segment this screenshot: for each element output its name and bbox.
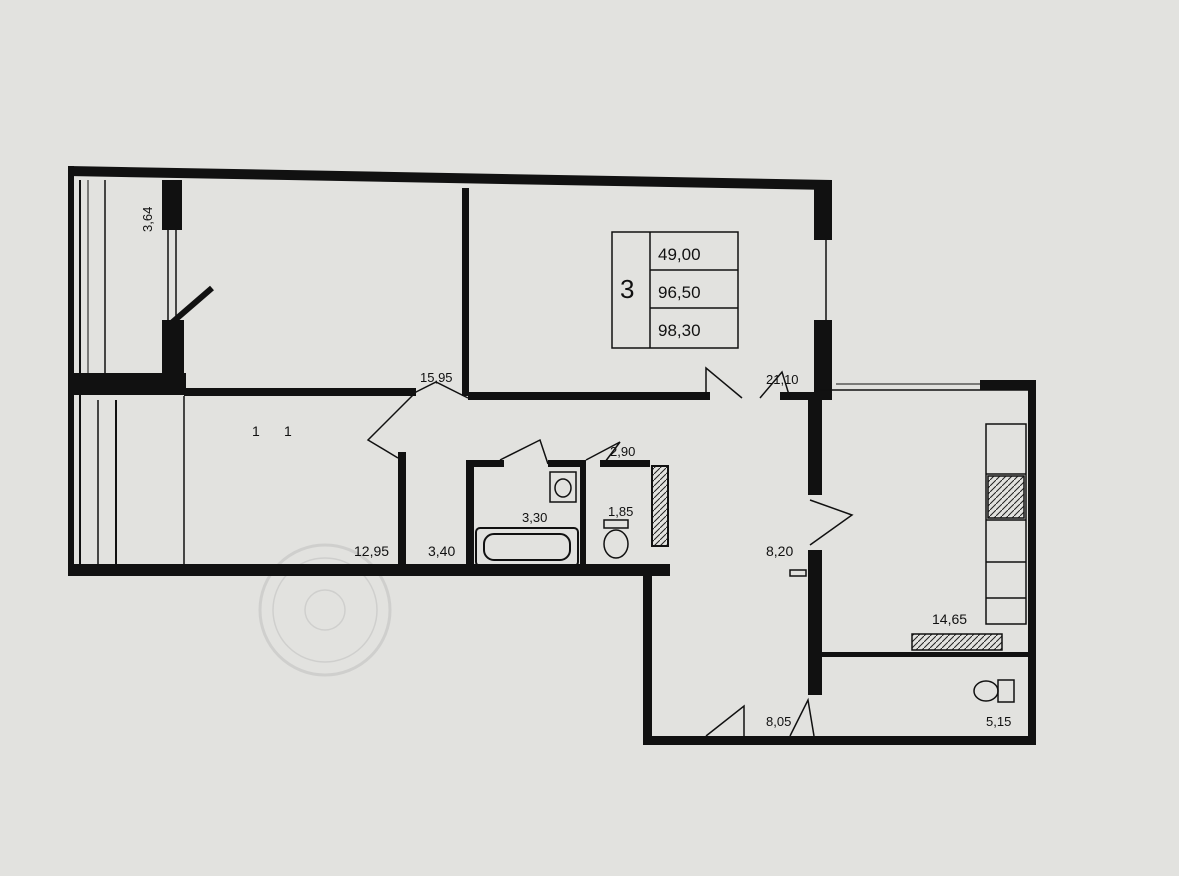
sink <box>549 471 577 503</box>
area-kitchen: 14,65 <box>932 611 967 627</box>
loggia-toilet-icon <box>973 679 1015 703</box>
wall-right-upper <box>814 180 832 240</box>
area-balcony: 3,64 <box>140 207 155 232</box>
wall-balcony <box>162 180 182 230</box>
ventilation-shaft <box>651 465 669 547</box>
area-box <box>611 231 739 349</box>
wall-bottom-left <box>68 564 670 576</box>
walls <box>68 166 1036 745</box>
thin-lines <box>79 180 1028 566</box>
stove-icon <box>987 475 1025 519</box>
area-entry: 8,05 <box>766 714 791 729</box>
door-swings <box>366 366 854 737</box>
area-toilet: 1,85 <box>608 504 633 519</box>
room-count: 3 <box>620 274 634 304</box>
mark-1: 1 <box>252 423 260 439</box>
area-room-left: 12,95 <box>354 543 389 559</box>
kitchen-counter <box>985 423 1027 625</box>
wall-middle-left <box>68 373 186 395</box>
balcony-door-mark <box>166 285 214 329</box>
area-hall-top: 2,90 <box>610 444 635 459</box>
toilet-icon <box>603 519 629 559</box>
area-room-top-right: 21,10 <box>766 372 799 387</box>
wall-divider-top <box>462 188 469 396</box>
area-total: 49,00 <box>658 245 701 264</box>
area-living: 96,50 <box>658 283 701 302</box>
mark-2: 1 <box>284 423 292 439</box>
area-corridor-top: 15,95 <box>420 370 453 385</box>
area-closet: 3,40 <box>428 543 455 559</box>
wall-top <box>68 166 832 190</box>
radiator <box>911 633 1003 651</box>
area-total-with-balcony: 98,30 <box>658 321 701 340</box>
area-loggia: 5,15 <box>986 714 1011 729</box>
stamp-seal <box>258 543 392 677</box>
bathtub <box>475 527 579 567</box>
area-bathroom: 3,30 <box>522 510 547 525</box>
wall-left-outer <box>68 166 74 576</box>
area-hall: 8,20 <box>766 543 793 559</box>
hall-switch <box>789 569 807 577</box>
